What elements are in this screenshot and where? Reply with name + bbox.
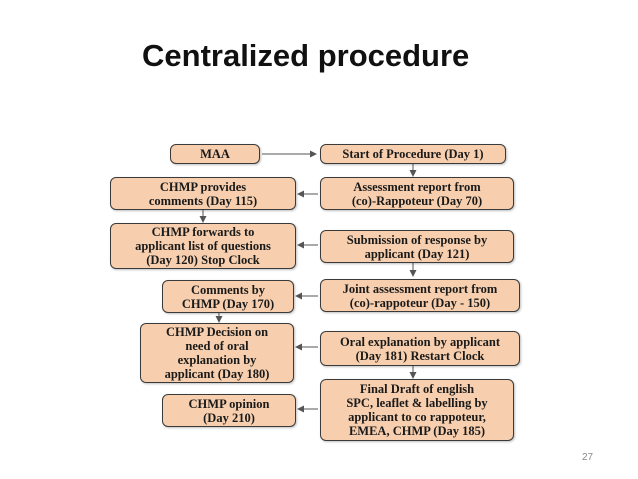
box-start-of-procedure: Start of Procedure (Day 1)	[320, 144, 506, 164]
box-maa-label: MAA	[200, 147, 230, 161]
box-maa: MAA	[170, 144, 260, 164]
box-submission-of-response-label: Submission of response by applicant (Day…	[346, 232, 488, 261]
box-joint-assessment-report: Joint assessment report from (co)-rappot…	[320, 279, 520, 312]
box-oral-explanation-label: Oral explanation by applicant (Day 181) …	[339, 334, 501, 363]
box-chmp-opinion: CHMP opinion (Day 210)	[162, 394, 296, 427]
page-number: 27	[582, 452, 594, 463]
box-chmp-comments: CHMP provides comments (Day 115)	[110, 177, 296, 210]
box-comments-by-chmp: Comments by CHMP (Day 170)	[162, 280, 294, 313]
box-chmp-comments-label: CHMP provides comments (Day 115)	[148, 179, 258, 208]
box-assessment-report-label: Assessment report from (co)-Rappoteur (D…	[351, 179, 483, 208]
box-chmp-decision-label: CHMP Decision on need of oral explanatio…	[164, 325, 270, 381]
box-assessment-report: Assessment report from (co)-Rappoteur (D…	[320, 177, 514, 210]
box-submission-of-response: Submission of response by applicant (Day…	[320, 230, 514, 263]
slide-title: Centralized procedure	[142, 38, 470, 73]
box-chmp-opinion-label: CHMP opinion (Day 210)	[188, 396, 270, 425]
box-final-draft: Final Draft of english SPC, leaflet & la…	[320, 379, 514, 441]
box-chmp-forwards-label: CHMP forwards to applicant list of quest…	[135, 225, 271, 267]
box-chmp-decision: CHMP Decision on need of oral explanatio…	[140, 323, 294, 383]
box-oral-explanation: Oral explanation by applicant (Day 181) …	[320, 331, 520, 366]
box-final-draft-label: Final Draft of english SPC, leaflet & la…	[346, 382, 488, 438]
box-joint-assessment-report-label: Joint assessment report from (co)-rappot…	[342, 281, 498, 310]
box-start-of-procedure-label: Start of Procedure (Day 1)	[342, 147, 484, 161]
box-comments-by-chmp-label: Comments by CHMP (Day 170)	[181, 282, 275, 311]
box-chmp-forwards: CHMP forwards to applicant list of quest…	[110, 223, 296, 269]
